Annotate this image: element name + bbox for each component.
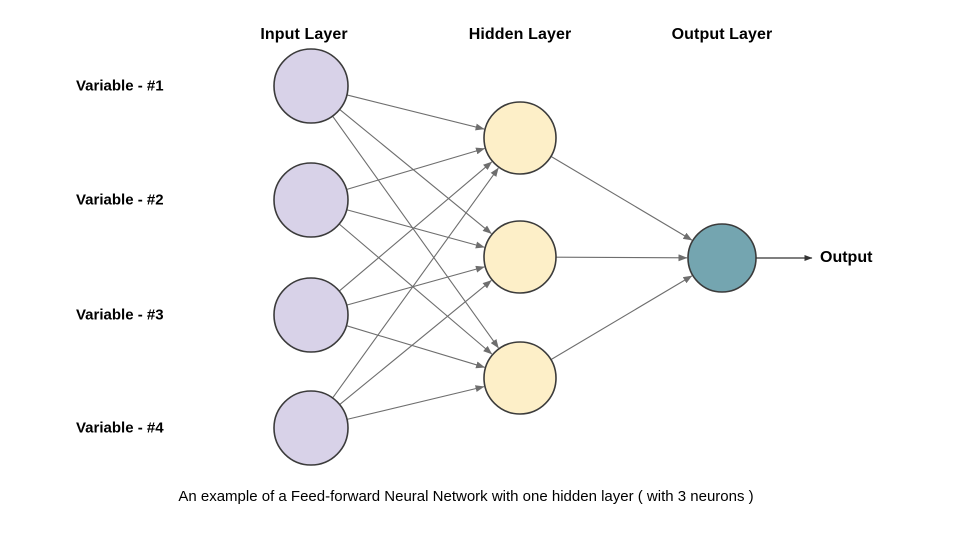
edge-hidden-3-output xyxy=(550,275,693,361)
edge-input-3-hidden-3 xyxy=(346,325,486,369)
input-node-1 xyxy=(273,48,349,124)
figure-caption: An example of a Feed-forward Neural Netw… xyxy=(178,488,754,505)
edge-input-1-hidden-1 xyxy=(346,94,485,131)
input-node-3 xyxy=(273,277,349,353)
input-label-variable-3: Variable - #3 xyxy=(76,306,164,324)
edge-input-3-hidden-1 xyxy=(338,161,493,292)
edge-input-3-hidden-2 xyxy=(346,265,485,306)
output-node xyxy=(687,223,757,293)
input-label-variable-4: Variable - #4 xyxy=(76,419,164,437)
input-node-2 xyxy=(273,162,349,238)
edge-input-2-hidden-1 xyxy=(346,147,486,191)
edge-hidden-1-output xyxy=(550,155,693,241)
hidden-node-1 xyxy=(483,101,557,175)
hidden-layer-nodes xyxy=(483,101,557,415)
edge-input-1-hidden-2 xyxy=(339,109,492,234)
input-label-variable-2: Variable - #2 xyxy=(76,191,164,209)
layer-title-hidden: Hidden Layer xyxy=(468,26,572,43)
layer-title-input: Input Layer xyxy=(260,26,348,43)
edge-input-4-hidden-3 xyxy=(346,385,485,420)
edge-input-1-hidden-3 xyxy=(332,115,499,349)
input-label-variable-1: Variable - #1 xyxy=(76,77,164,95)
edge-input-2-hidden-3 xyxy=(338,223,493,355)
edges-input-to-hidden xyxy=(332,94,499,420)
edge-input-4-hidden-1 xyxy=(332,167,499,399)
output-label: Output xyxy=(820,249,873,266)
hidden-node-2 xyxy=(483,220,557,294)
hidden-node-3 xyxy=(483,341,557,415)
edge-hidden-2-output xyxy=(555,254,688,262)
edge-input-4-hidden-2 xyxy=(339,280,492,405)
output-layer-nodes xyxy=(687,223,757,293)
edge-input-2-hidden-2 xyxy=(346,209,485,249)
input-node-4 xyxy=(273,390,349,466)
input-layer-nodes xyxy=(273,48,349,466)
edges-hidden-to-output xyxy=(550,155,693,361)
layer-title-output: Output Layer xyxy=(671,26,773,43)
